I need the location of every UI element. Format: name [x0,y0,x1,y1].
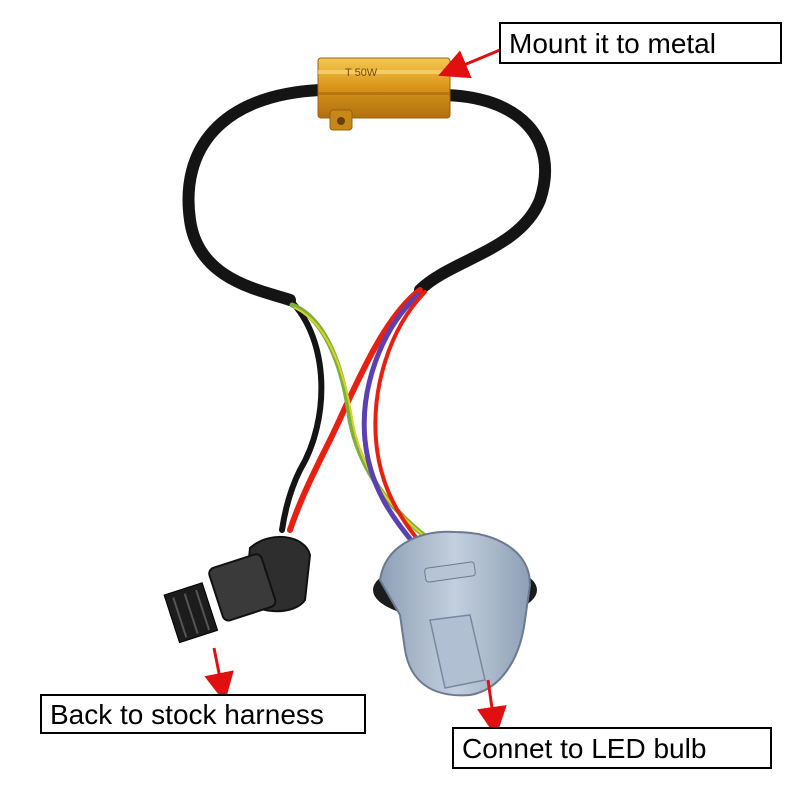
load-resistor: T 50W [317,57,451,131]
resistor-marking: T 50W [345,67,378,79]
arrow-led [477,679,507,737]
led-socket [373,530,537,697]
annotation-arrows [204,48,507,737]
label-connect-to-led-bulb: Connet to LED bulb [452,727,772,769]
label-back-to-stock-harness: Back to stock harness [40,694,366,734]
label-mount-to-metal: Mount it to metal [499,22,782,64]
harness-cable [182,84,551,306]
arrow-mount [438,48,501,79]
wires-to-socket [289,290,433,548]
t20-plug [163,535,312,644]
wires-to-plug [279,287,423,533]
arrow-back [204,647,234,703]
